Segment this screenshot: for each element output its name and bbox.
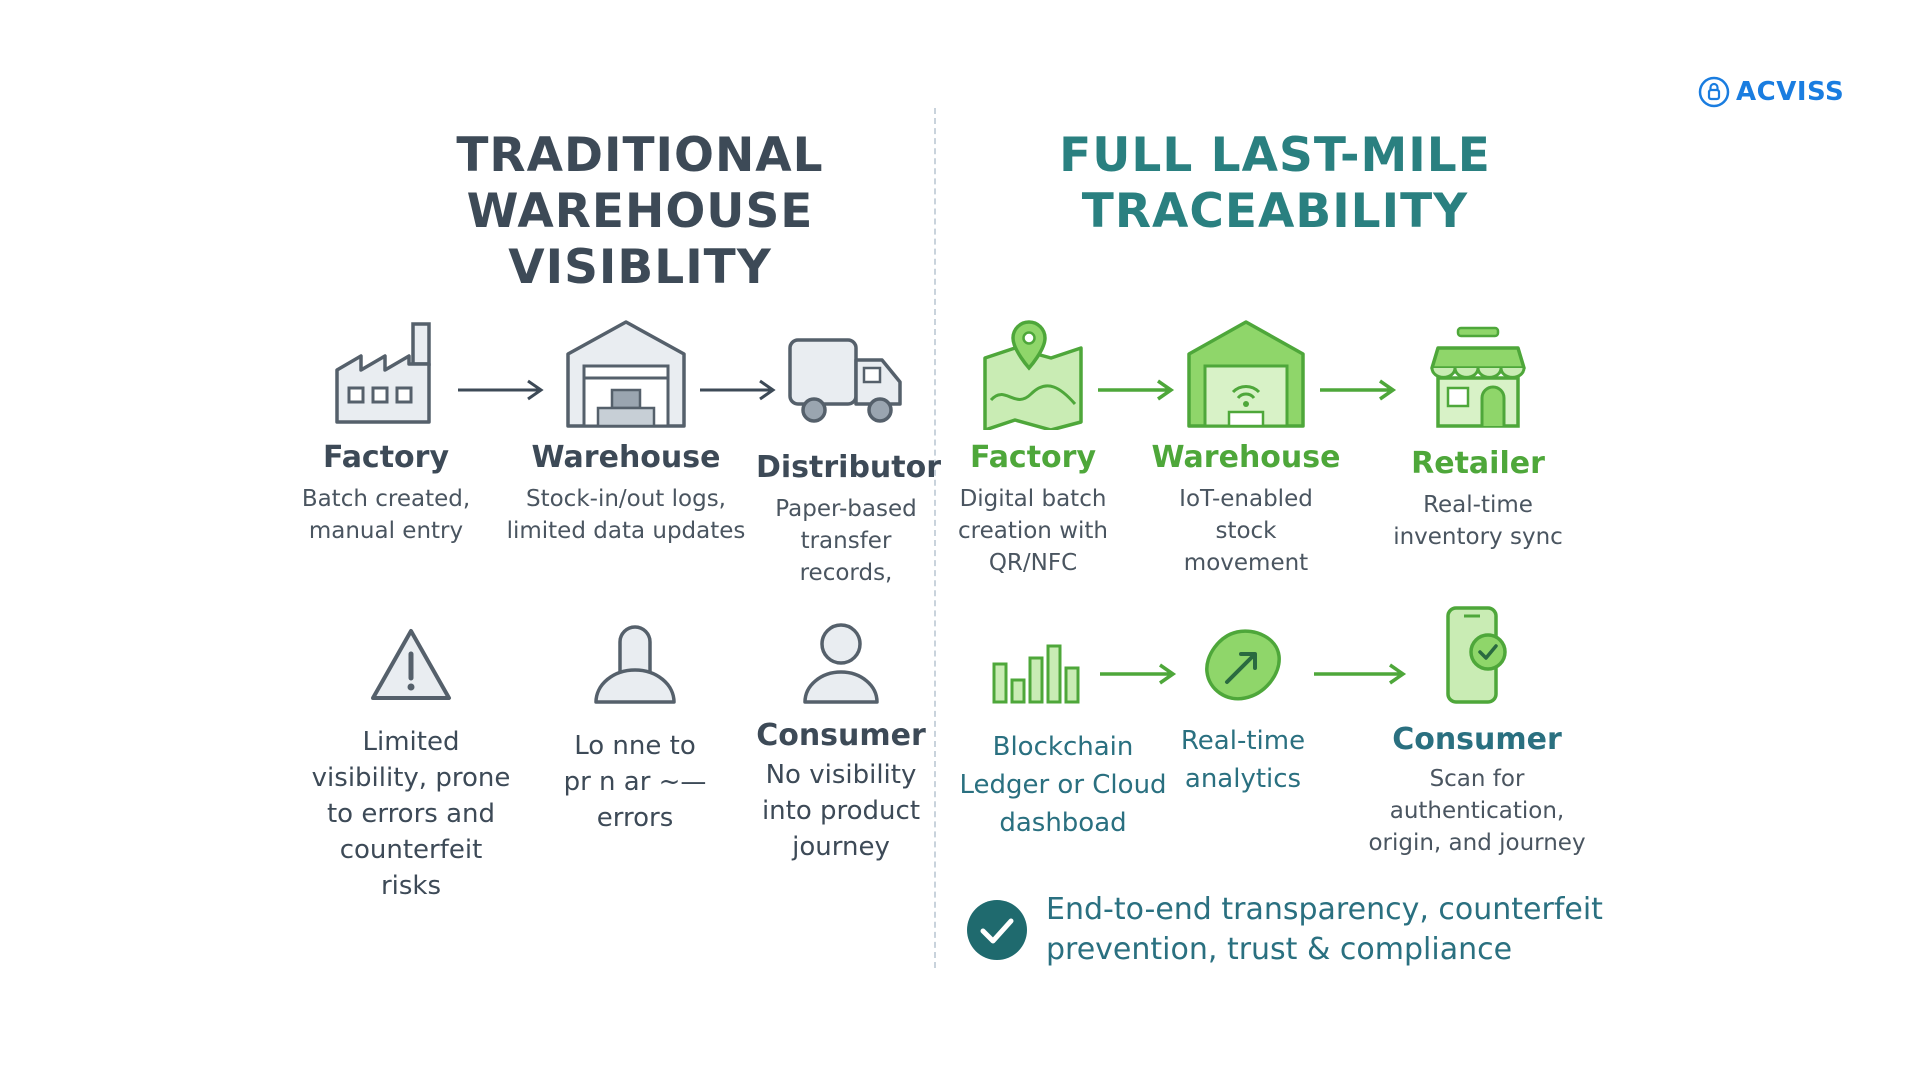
arrow-right-icon [1100,663,1177,685]
warehouse-icon [566,320,686,428]
logo-text: ACVISS [1736,77,1845,107]
traceability-heading: FULL LAST-MILE TRACEABILITY [1000,128,1550,240]
node-title: Real-time analytics [1180,726,1306,794]
footer-summary: End-to-end transparency, counterfeit pre… [966,890,1606,970]
smart-warehouse-icon [1187,320,1305,428]
store-icon [1430,326,1526,428]
node-desc: Real-time inventory sync [1393,492,1563,550]
traceability-heading-line2: TRACEABILITY [1081,184,1469,239]
node-desc: Paper-based transfer records, [775,496,917,586]
node-title: Consumer [1392,722,1562,757]
traceability-heading-line1: FULL LAST-MILE [1059,128,1491,183]
factory-icon [335,322,431,424]
node-title: Blockchain Ledger or Cloud dashboad [959,732,1167,838]
traditional-risk-node: Limited visibility, prone to errors and … [306,626,516,904]
arrow-right-icon [1314,663,1407,685]
check-circle-icon [967,900,1027,960]
node-desc: Stock-in/out logs, limited data updates [506,486,746,544]
node-desc: No visibility into product journey [761,760,921,862]
trace-consumer-node: Consumer Scan for authentication, origin… [1362,604,1592,859]
traditional-manual-node: Lo nne to pr n ar ~— errors [560,620,710,836]
node-title: Retailer [1411,446,1545,481]
node-desc: Limited visibility, prone to errors and … [311,727,511,901]
phone-check-icon [1446,606,1507,704]
arrow-right-icon [1098,379,1175,401]
traditional-factory-node: Factory Batch created, manual entry [286,318,486,547]
node-desc: Lo nne to pr n ar ~— errors [563,731,707,833]
node-desc: Batch created, manual entry [301,486,471,544]
traditional-heading: TRADITIONAL WAREHOUSE VISIBLITY [330,128,950,296]
node-title: Factory [322,440,450,475]
acviss-logo: ACVISS [1698,74,1844,110]
warning-icon [371,629,451,700]
node-desc: IoT-enabled stock movement [1179,486,1313,576]
node-desc: Scan for authentication, origin, and jou… [1368,766,1586,856]
arrow-right-icon [700,379,776,401]
trace-warehouse-node: Warehouse IoT-enabled stock movement [1146,318,1346,579]
traditional-heading-line2: WAREHOUSE VISIBLITY [466,184,814,295]
node-title: Factory [969,440,1097,475]
trace-analytics-node: Real-time analytics [1158,624,1328,798]
truck-icon [788,338,902,423]
trace-factory-node: Factory Digital batch creation with QR/N… [953,318,1113,579]
trace-blockchain-node: Blockchain Ledger or Cloud dashboad [958,640,1168,842]
trace-retailer-node: Retailer Real-time inventory sync [1388,324,1568,553]
map-pin-icon [983,320,1083,430]
traditional-distributor-node: Distributor Paper-based transfer records… [756,330,942,589]
user-icon [803,623,879,704]
traditional-heading-line1: TRADITIONAL [456,128,824,183]
node-title: Distributor [756,450,942,485]
person-icon [594,625,676,704]
bar-chart-icon [992,644,1080,704]
arrow-right-icon [458,379,544,401]
footer-text: End-to-end transparency, counterfeit pre… [1046,892,1603,967]
node-title: Warehouse [531,440,721,475]
analytics-icon [1205,629,1281,701]
node-title: Warehouse [1151,440,1341,475]
traditional-warehouse-node: Warehouse Stock-in/out logs, limited dat… [507,318,745,547]
traditional-consumer-node: Consumer No visibility into product jour… [756,620,926,865]
arrow-right-icon [1320,379,1397,401]
lock-icon [1698,76,1730,108]
node-desc: Digital batch creation with QR/NFC [957,486,1108,576]
node-title: Consumer [756,718,926,753]
section-divider [934,108,936,968]
